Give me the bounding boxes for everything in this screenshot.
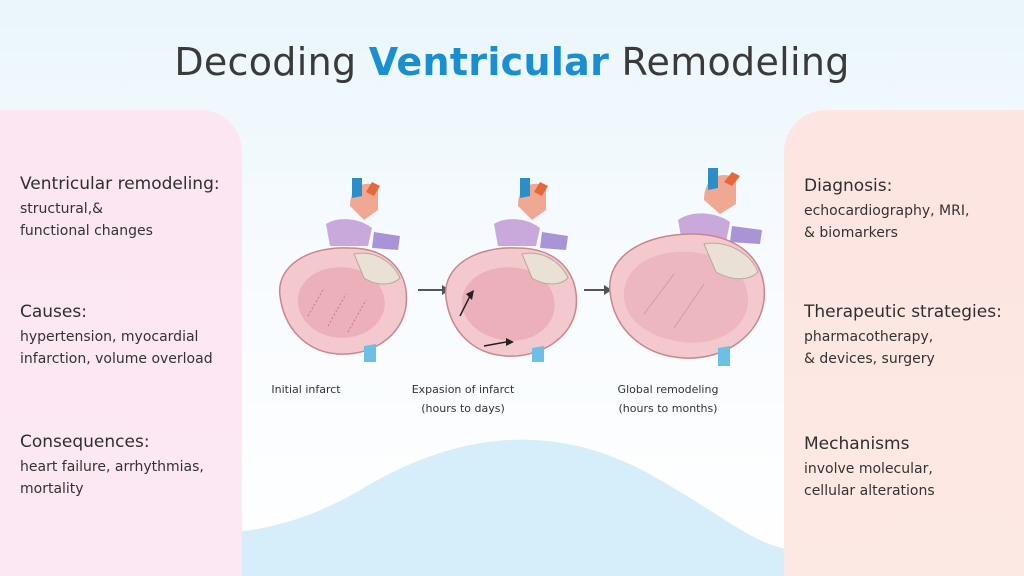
info-body: structural,& functional changes: [20, 201, 153, 239]
arrow-right-icon: [584, 285, 612, 295]
info-diagnosis: Diagnosis: echocardiography, MRI, & biom…: [804, 176, 1020, 244]
caption-line: Initial infarct: [271, 383, 341, 396]
heart-illustration-expansion: [445, 178, 578, 362]
caption-line: (hours to days): [421, 402, 505, 415]
left-panel: [0, 110, 242, 576]
page-title: Decoding Ventricular Remodeling: [0, 40, 1024, 84]
info-mechanisms: Mechanisms involve molecular, cellular a…: [804, 434, 1020, 502]
title-accent: Ventricular: [368, 40, 610, 84]
heart-illustration-global: [609, 168, 766, 366]
info-ventricular-remodeling: Ventricular remodeling: structural,& fun…: [20, 174, 242, 242]
caption-line: Global remodeling: [617, 383, 719, 396]
info-body: pharmacotherapy, & devices, surgery: [804, 329, 935, 367]
info-heading: Diagnosis:: [804, 176, 893, 196]
info-body: echocardiography, MRI, & biomarkers: [804, 203, 970, 241]
info-heading: Ventricular remodeling:: [20, 174, 220, 194]
right-panel: [784, 110, 1024, 576]
info-heading: Causes:: [20, 302, 87, 322]
heart-illustration-initial: [279, 178, 408, 362]
info-body: involve molecular, cellular alterations: [804, 461, 935, 499]
stage-caption-initial: Initial infarct: [236, 380, 376, 399]
stage-caption-expansion: Expasion of infarct (hours to days): [393, 380, 533, 418]
stage-caption-global: Global remodeling (hours to months): [598, 380, 738, 418]
title-suffix: Remodeling: [609, 40, 850, 84]
info-therapeutic-strategies: Therapeutic strategies: pharmacotherapy,…: [804, 302, 1020, 370]
info-heading: Consequences:: [20, 432, 150, 452]
info-body: heart failure, arrhythmias, mortality: [20, 459, 204, 497]
info-heading: Therapeutic strategies:: [804, 302, 1002, 322]
info-body: hypertension, myocardial infarction, vol…: [20, 329, 213, 367]
caption-line: (hours to months): [618, 402, 718, 415]
caption-line: Expasion of infarct: [411, 383, 515, 396]
info-heading: Mechanisms: [804, 434, 910, 454]
info-consequences: Consequences: heart failure, arrhythmias…: [20, 432, 242, 500]
title-prefix: Decoding: [174, 40, 369, 84]
info-causes: Causes: hypertension, myocardial infarct…: [20, 302, 242, 370]
